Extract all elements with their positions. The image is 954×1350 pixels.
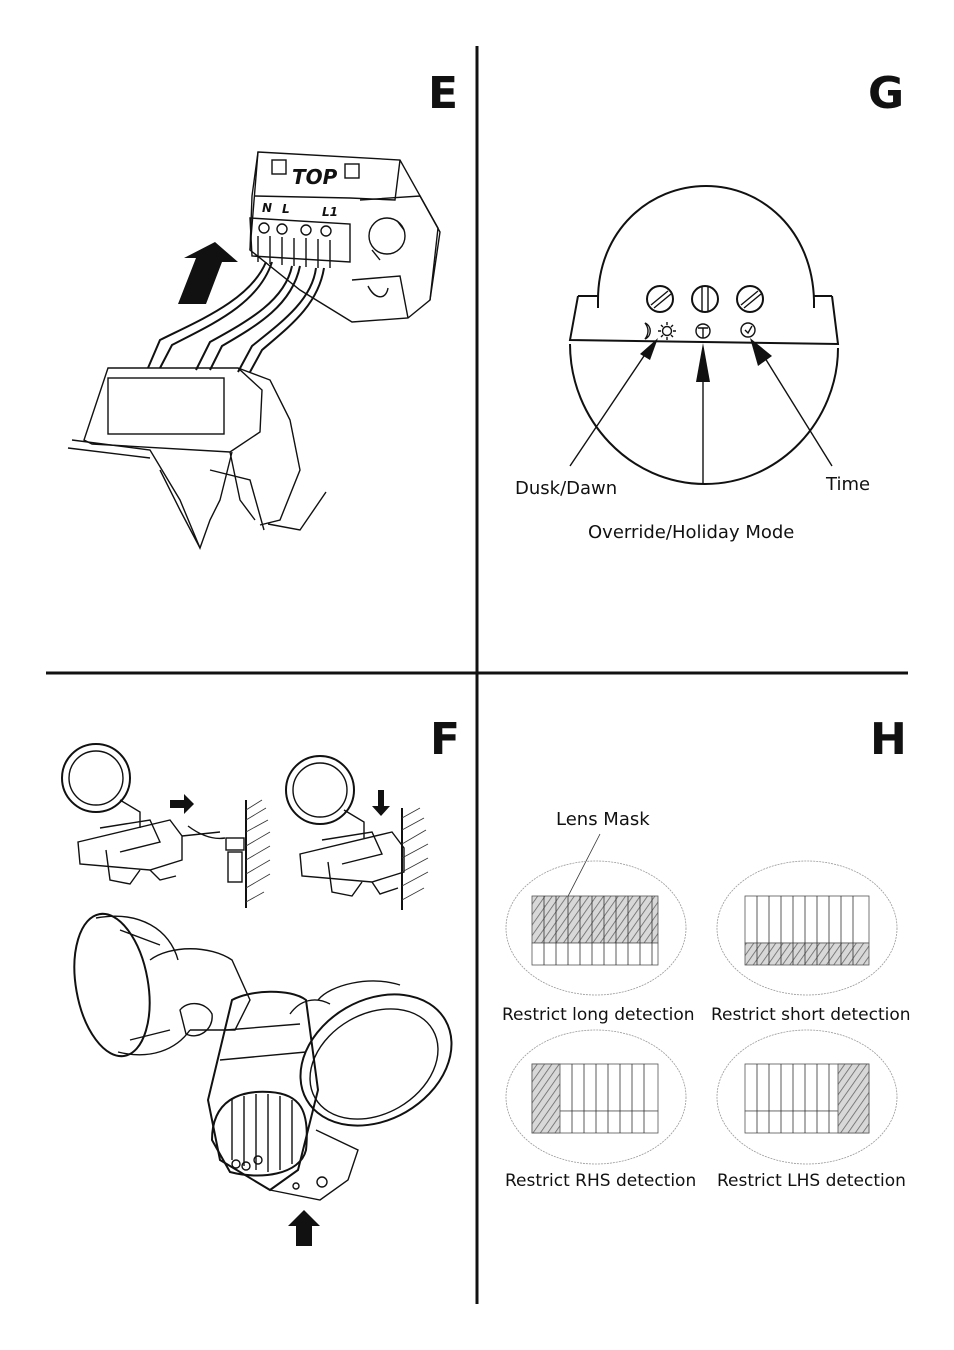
connector-top-label: TOP <box>292 165 338 189</box>
caption-restrict-lhs: Restrict LHS detection <box>717 1171 906 1191</box>
lens-restrict-short <box>716 860 898 996</box>
sun-icon <box>658 322 676 340</box>
lens-mask-label: Lens Mask <box>556 809 650 830</box>
dusk-dawn-knob[interactable] <box>646 285 674 313</box>
caption-restrict-rhs: Restrict RHS detection <box>505 1171 696 1191</box>
lens-restrict-rhs <box>505 1029 687 1165</box>
slide-arrow-icon <box>170 794 194 814</box>
insert-arrow-icon <box>178 242 238 304</box>
security-light-illustration <box>73 912 453 1246</box>
connector-illustration: TOP N L L1 <box>67 151 441 550</box>
mounting-illustration-right <box>285 755 429 910</box>
lens-restrict-long <box>505 860 687 996</box>
caption-restrict-long: Restrict long detection <box>502 1005 695 1025</box>
label-override-holiday: Override/Holiday Mode <box>588 522 794 543</box>
sensor-control-diagram: Dusk/Dawn Time Override/Holiday Mode <box>515 184 870 543</box>
terminal-label-l: L <box>282 202 290 216</box>
caption-restrict-short: Restrict short detection <box>711 1005 911 1025</box>
panel-letter-e: E <box>428 68 458 119</box>
clock-icon <box>740 322 756 338</box>
drop-arrow-icon <box>372 790 390 816</box>
label-dusk-dawn: Dusk/Dawn <box>515 478 617 499</box>
pointer-arrow-override <box>696 343 710 382</box>
override-knob[interactable] <box>691 285 719 313</box>
override-symbol-icon <box>695 323 711 339</box>
time-knob[interactable] <box>736 285 764 313</box>
panel-letter-f: F <box>430 714 460 765</box>
moon-icon <box>644 322 651 340</box>
label-time: Time <box>825 474 870 495</box>
pointer-arrow-time <box>750 338 772 366</box>
panel-letter-h: H <box>870 714 907 765</box>
panel-letter-g: G <box>868 68 904 119</box>
terminal-label-n: N <box>262 201 272 215</box>
pointer-arrow-dusk-dawn <box>640 338 658 360</box>
push-up-arrow-icon <box>288 1210 320 1246</box>
terminal-label-l1: L1 <box>322 205 338 219</box>
mounting-illustration-left <box>61 743 271 908</box>
lens-restrict-lhs <box>716 1029 898 1165</box>
